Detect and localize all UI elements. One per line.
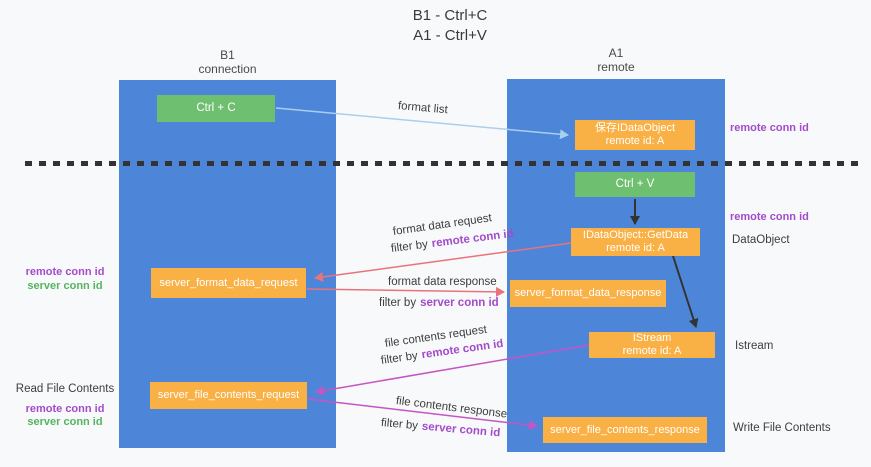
annotation-server-conn-id-left: server conn id [27,280,103,292]
file-contents-request-arrow [315,344,590,396]
node-server-file-contents-request: server_file_contents_request [150,382,307,409]
node-ctrl-v-label: Ctrl + V [615,178,655,190]
annotation-dataobject: DataObject [732,234,790,246]
node-getdata-line1: IDataObject::GetData [582,229,689,241]
lifeline-b1-name: B1 [220,48,235,62]
lifeline-header-b1: B1 connection [119,48,336,76]
node-save-line1: 保存IDataObject [594,122,676,134]
node-sfcresp-label: server_file_contents_response [550,423,700,436]
getdata-to-istream-arrow [672,255,699,328]
server-conn-id-text: server conn id [420,297,499,309]
annotation-remote-conn-id-left: remote conn id [25,266,105,278]
format-list-arrow [275,107,569,140]
node-istream: IStream remote id: A [589,332,715,358]
lifeline-a1-role: remote [597,60,635,74]
node-sfdreq-label: server_format_data_request [159,276,298,289]
node-ctrl-c: Ctrl + C [157,95,275,122]
label-format-data-response: format data response [388,276,497,288]
annotation-server-conn-id-left-2: server conn id [27,416,103,428]
lifeline-header-a1: A1 remote [507,46,725,74]
node-sfcreq-label: server_file_contents_request [157,389,300,401]
title-line-1: B1 - Ctrl+C [412,7,488,24]
title-line-2: A1 - Ctrl+V [413,27,487,44]
node-ctrl-c-label: Ctrl + C [196,102,236,114]
diagram-title: B1 - Ctrl+C A1 - Ctrl+V [300,6,600,46]
node-save-line2: remote id: A [605,135,665,147]
node-ctrl-v: Ctrl + V [575,172,695,197]
annotation-remote-conn-id-mid: remote conn id [730,211,809,223]
annotation-remote-conn-id-left-2: remote conn id [25,403,105,415]
annotation-remote-conn-id-top: remote conn id [730,122,809,134]
format-data-request-arrow [314,242,572,282]
annotation-read-file-contents-block: Read File Contents remote conn id server… [10,383,120,429]
node-sfdresp-label: server_format_data_response [514,287,662,299]
annotation-istream: Istream [735,340,774,352]
format-data-response-arrow [306,286,505,297]
node-server-format-data-request: server_format_data_request [151,268,306,298]
annotation-write-file-contents: Write File Contents [733,422,831,434]
lifeline-a1-name: A1 [608,46,624,60]
annotation-read-file-contents: Read File Contents [15,383,115,395]
node-istream-line2: remote id: A [622,345,682,357]
node-idataobject-getdata: IDataObject::GetData remote id: A [571,228,700,256]
filter-by-text: filter by [379,297,417,309]
file-contents-response-arrow [307,398,538,431]
lifeline-b1-role: connection [198,62,257,76]
node-server-file-contents-response: server_file_contents_response [543,417,707,443]
node-save-idataobject: 保存IDataObject remote id: A [575,120,695,150]
node-getdata-line2: remote id: A [606,242,665,254]
annotation-conn-ids-left: remote conn id server conn id [18,265,112,293]
node-istream-line1: IStream [632,332,672,344]
node-server-format-data-response: server_format_data_response [510,280,666,307]
